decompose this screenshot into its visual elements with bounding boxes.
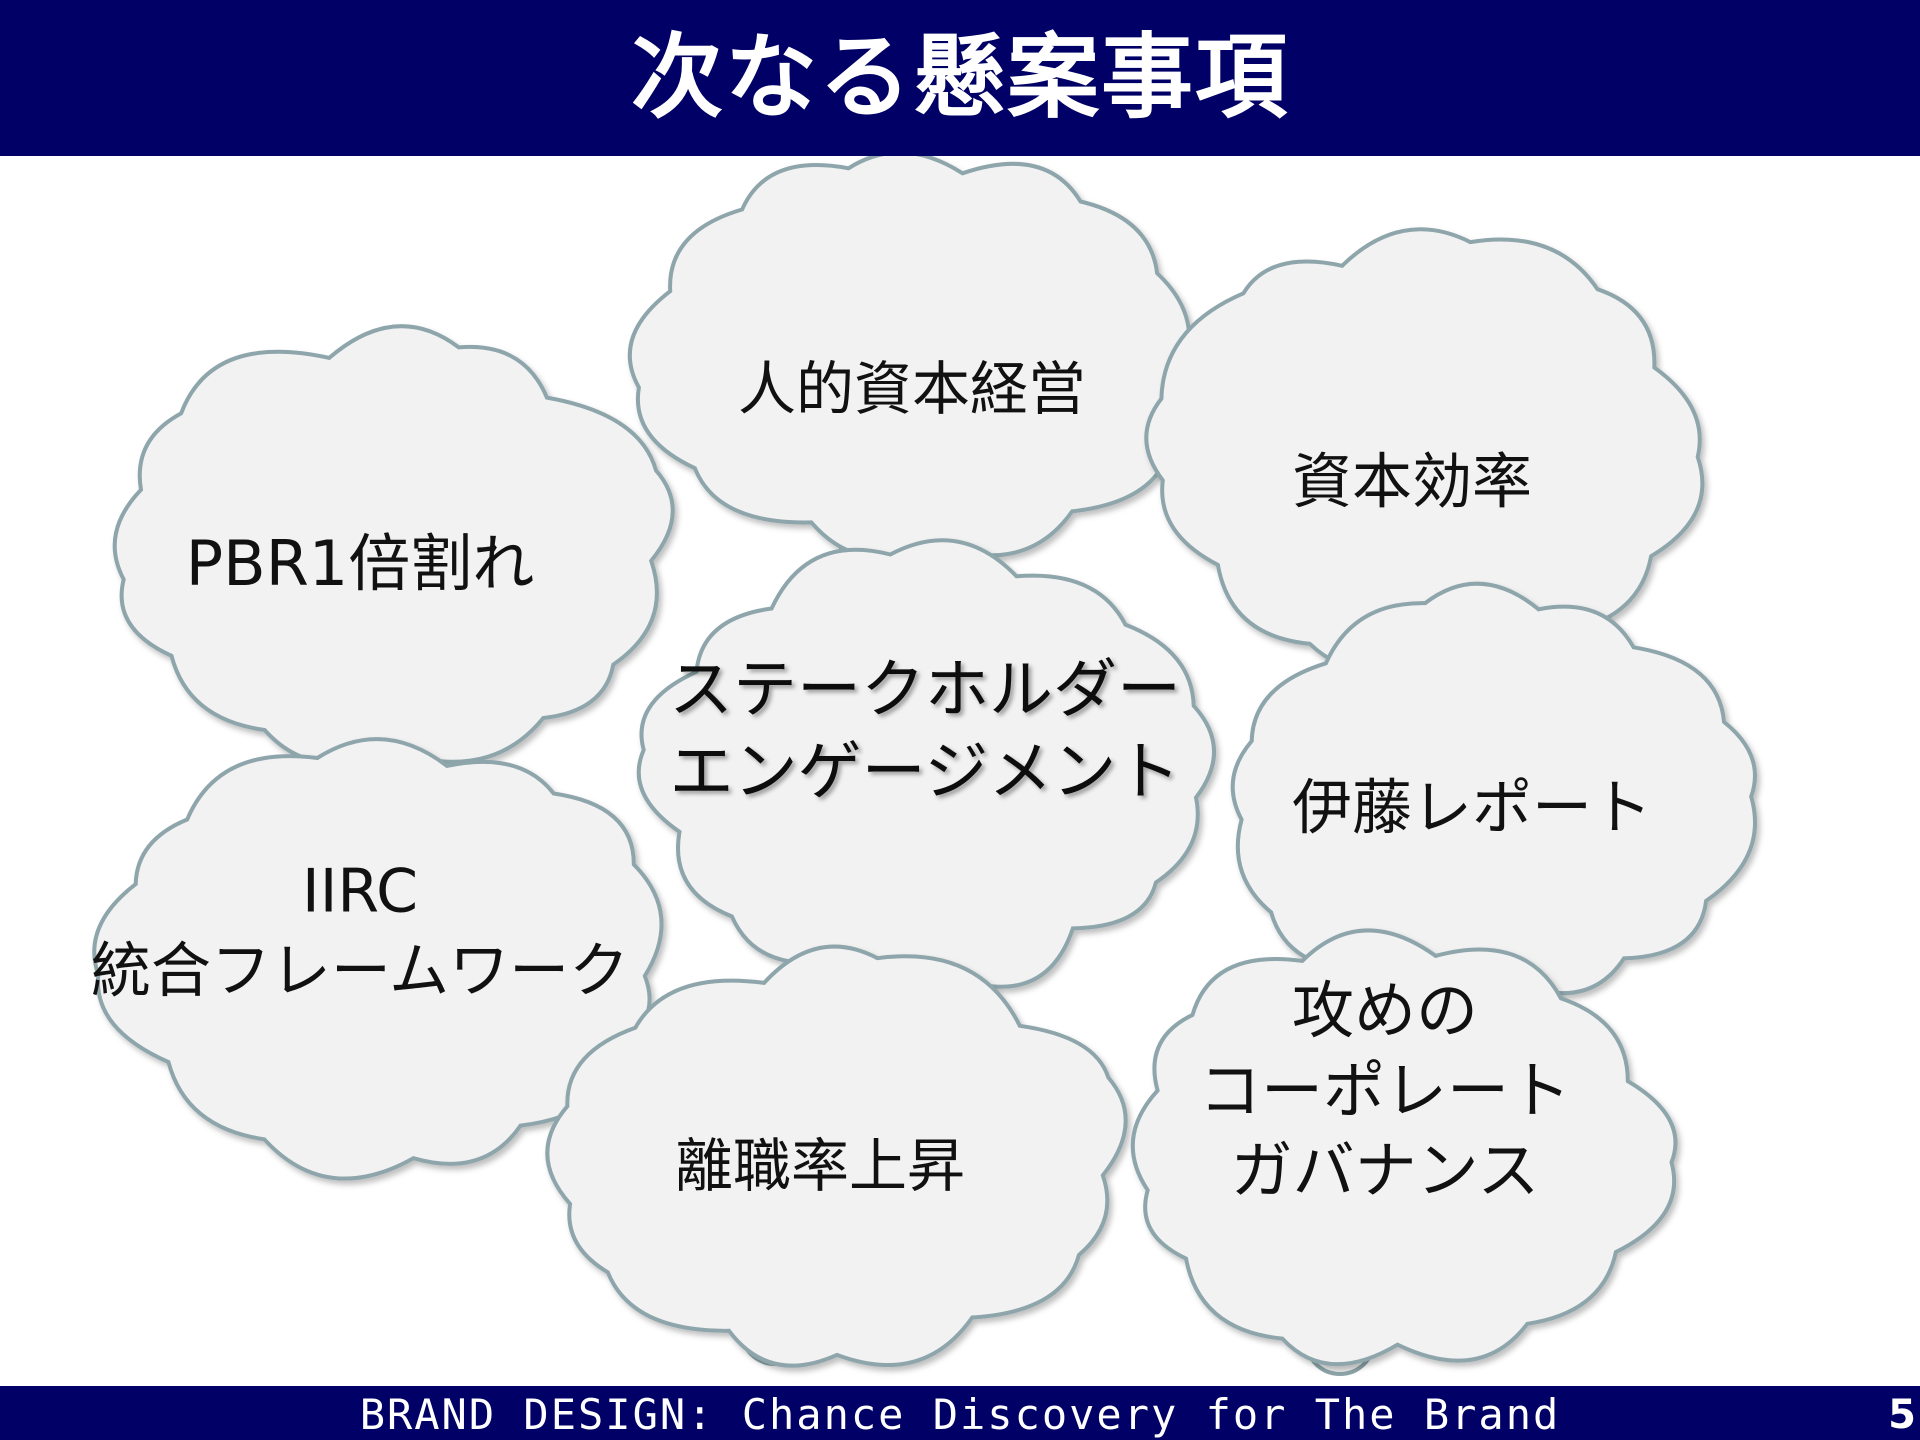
cloud-iirc: IIRC 統合フレームワーク xyxy=(91,737,664,1181)
cloud-label: 統合フレームワーク xyxy=(91,937,629,1007)
title-bar: 次なる懸案事項 xyxy=(0,0,1920,156)
cloud-turnover: 離職率上昇 xyxy=(545,944,1128,1368)
cloud-human-capital: 人的資本経営 xyxy=(627,150,1194,586)
cloud-label: コーポレート xyxy=(1199,1054,1571,1127)
cloud-label: エンゲージメント xyxy=(670,736,1181,810)
cloud-shape xyxy=(112,324,675,766)
cloud-label: 伊藤レポート xyxy=(1292,774,1652,844)
cloud-label: IIRC xyxy=(302,857,418,927)
cloud-shape xyxy=(92,737,664,1181)
cloud-shape xyxy=(1130,928,1678,1367)
page-number: 5 xyxy=(1888,1392,1916,1438)
cloud-label: 離職率上昇 xyxy=(675,1132,965,1200)
cloud-shape xyxy=(545,944,1128,1368)
cloud-pbr: PBR1倍割れ xyxy=(112,324,675,766)
cloud-shape xyxy=(627,150,1194,560)
footer-bar: BRAND DESIGN: Chance Discovery for The B… xyxy=(0,1386,1920,1440)
cloud-label: ガバナンス xyxy=(1231,1134,1540,1207)
cloud-label: 攻めの xyxy=(1292,974,1478,1047)
cloud-label: 人的資本経営 xyxy=(738,355,1086,423)
cloud-shape xyxy=(636,538,1216,1003)
footer-text: BRAND DESIGN: Chance Discovery for The B… xyxy=(359,1390,1561,1439)
cloud-shape xyxy=(1230,581,1757,1001)
cloud-label: 資本効率 xyxy=(1292,448,1532,518)
slide-title: 次なる懸案事項 xyxy=(630,24,1289,131)
cloud-label: ステークホルダー xyxy=(669,654,1181,728)
cloud-label: PBR1倍割れ xyxy=(186,527,534,600)
